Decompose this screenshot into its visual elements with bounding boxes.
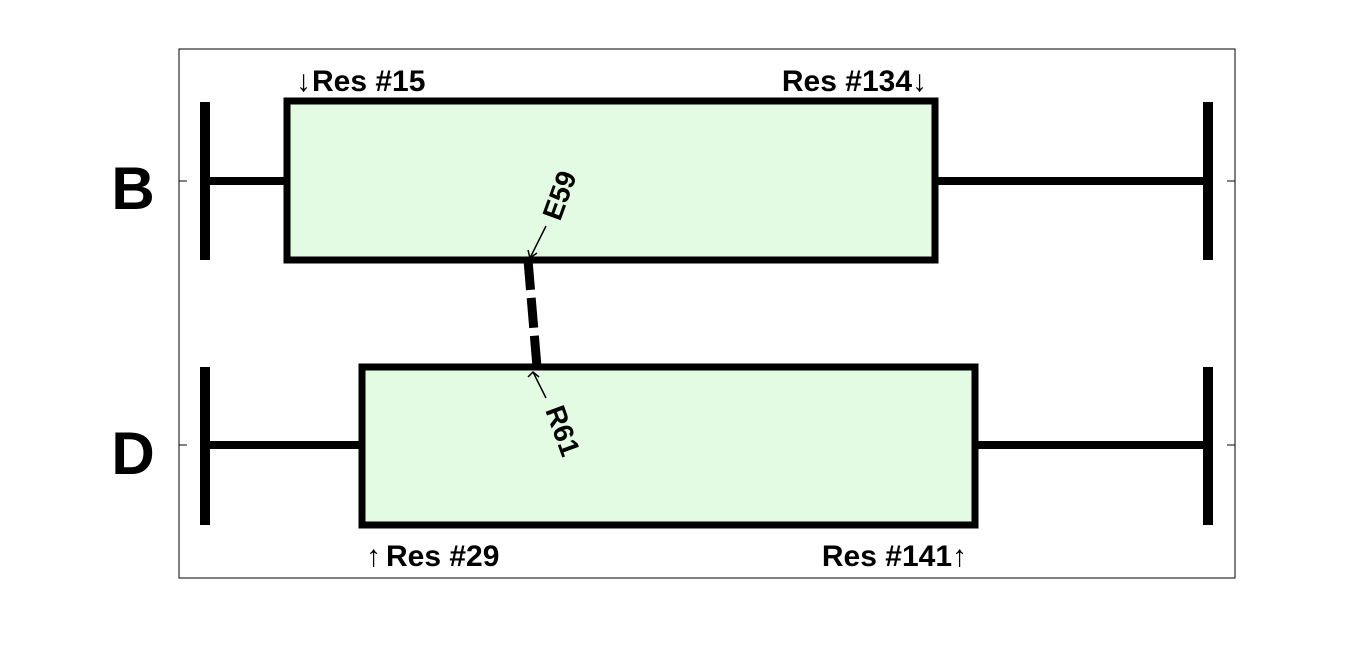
contact-from-arrowhead [527, 249, 538, 260]
plot-frame [178, 48, 1236, 579]
chain-b-track [200, 97, 1213, 264]
chain-d-end-label: Res #141 [822, 540, 952, 573]
chain-b-end-label: Res #134 [782, 65, 912, 98]
chain-b-end-arrow: ↓ [912, 65, 927, 98]
chain-d-track [200, 363, 1213, 529]
chain-d-start-arrow: ↑ [366, 540, 381, 573]
chain-d-label: D [111, 420, 154, 487]
chain-b-label: B [111, 155, 154, 222]
chain-d-start-label: Res #29 [386, 540, 499, 573]
chain-d-end-arrow: ↑ [952, 540, 967, 573]
chain-b-start-arrow: ↓ [296, 65, 311, 98]
chain-b-domain-box [283, 97, 939, 264]
chain-b-start-label: Res #15 [312, 65, 425, 98]
contact-to-arrowhead [527, 370, 540, 378]
contact-to-pointer [532, 371, 547, 399]
chain-d-domain-box [358, 363, 979, 529]
contact-from-pointer [529, 225, 547, 259]
contact-line [523, 259, 542, 368]
